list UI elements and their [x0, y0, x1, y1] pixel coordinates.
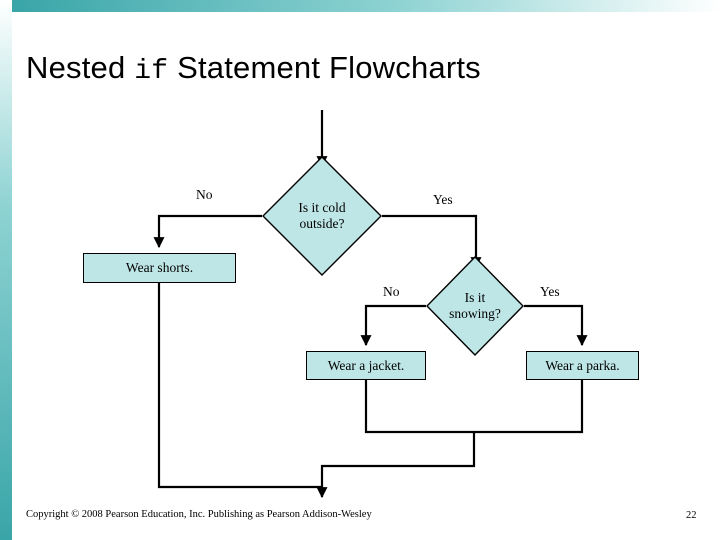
copyright-footer: Copyright © 2008 Pearson Education, Inc.… — [26, 509, 372, 520]
process-wear-shorts: Wear shorts. — [83, 253, 236, 283]
left-accent-bar — [0, 0, 12, 540]
title-prefix: Nested — [26, 50, 135, 85]
process-wear-a-jacket: Wear a jacket. — [306, 351, 426, 380]
process-wear-a-parka: Wear a parka. — [526, 351, 639, 380]
diamond-shape-snowing — [426, 256, 524, 356]
decision-is-it-cold: Is it cold outside? — [262, 156, 382, 276]
edge-label-snowing-no: No — [383, 284, 400, 299]
title-suffix: Statement Flowcharts — [168, 50, 481, 85]
title-keyword-if: if — [134, 56, 169, 87]
slide-number: 22 — [686, 510, 697, 521]
edge-label-cold-yes: Yes — [433, 192, 453, 207]
page-title: Nested if Statement Flowcharts — [26, 50, 686, 87]
top-accent-bar — [12, 0, 720, 12]
diamond-shape-cold — [262, 156, 382, 276]
edge-label-cold-no: No — [196, 187, 213, 202]
edge-label-snowing-yes: Yes — [540, 284, 560, 299]
decision-is-it-snowing: Is it snowing? — [426, 256, 524, 356]
